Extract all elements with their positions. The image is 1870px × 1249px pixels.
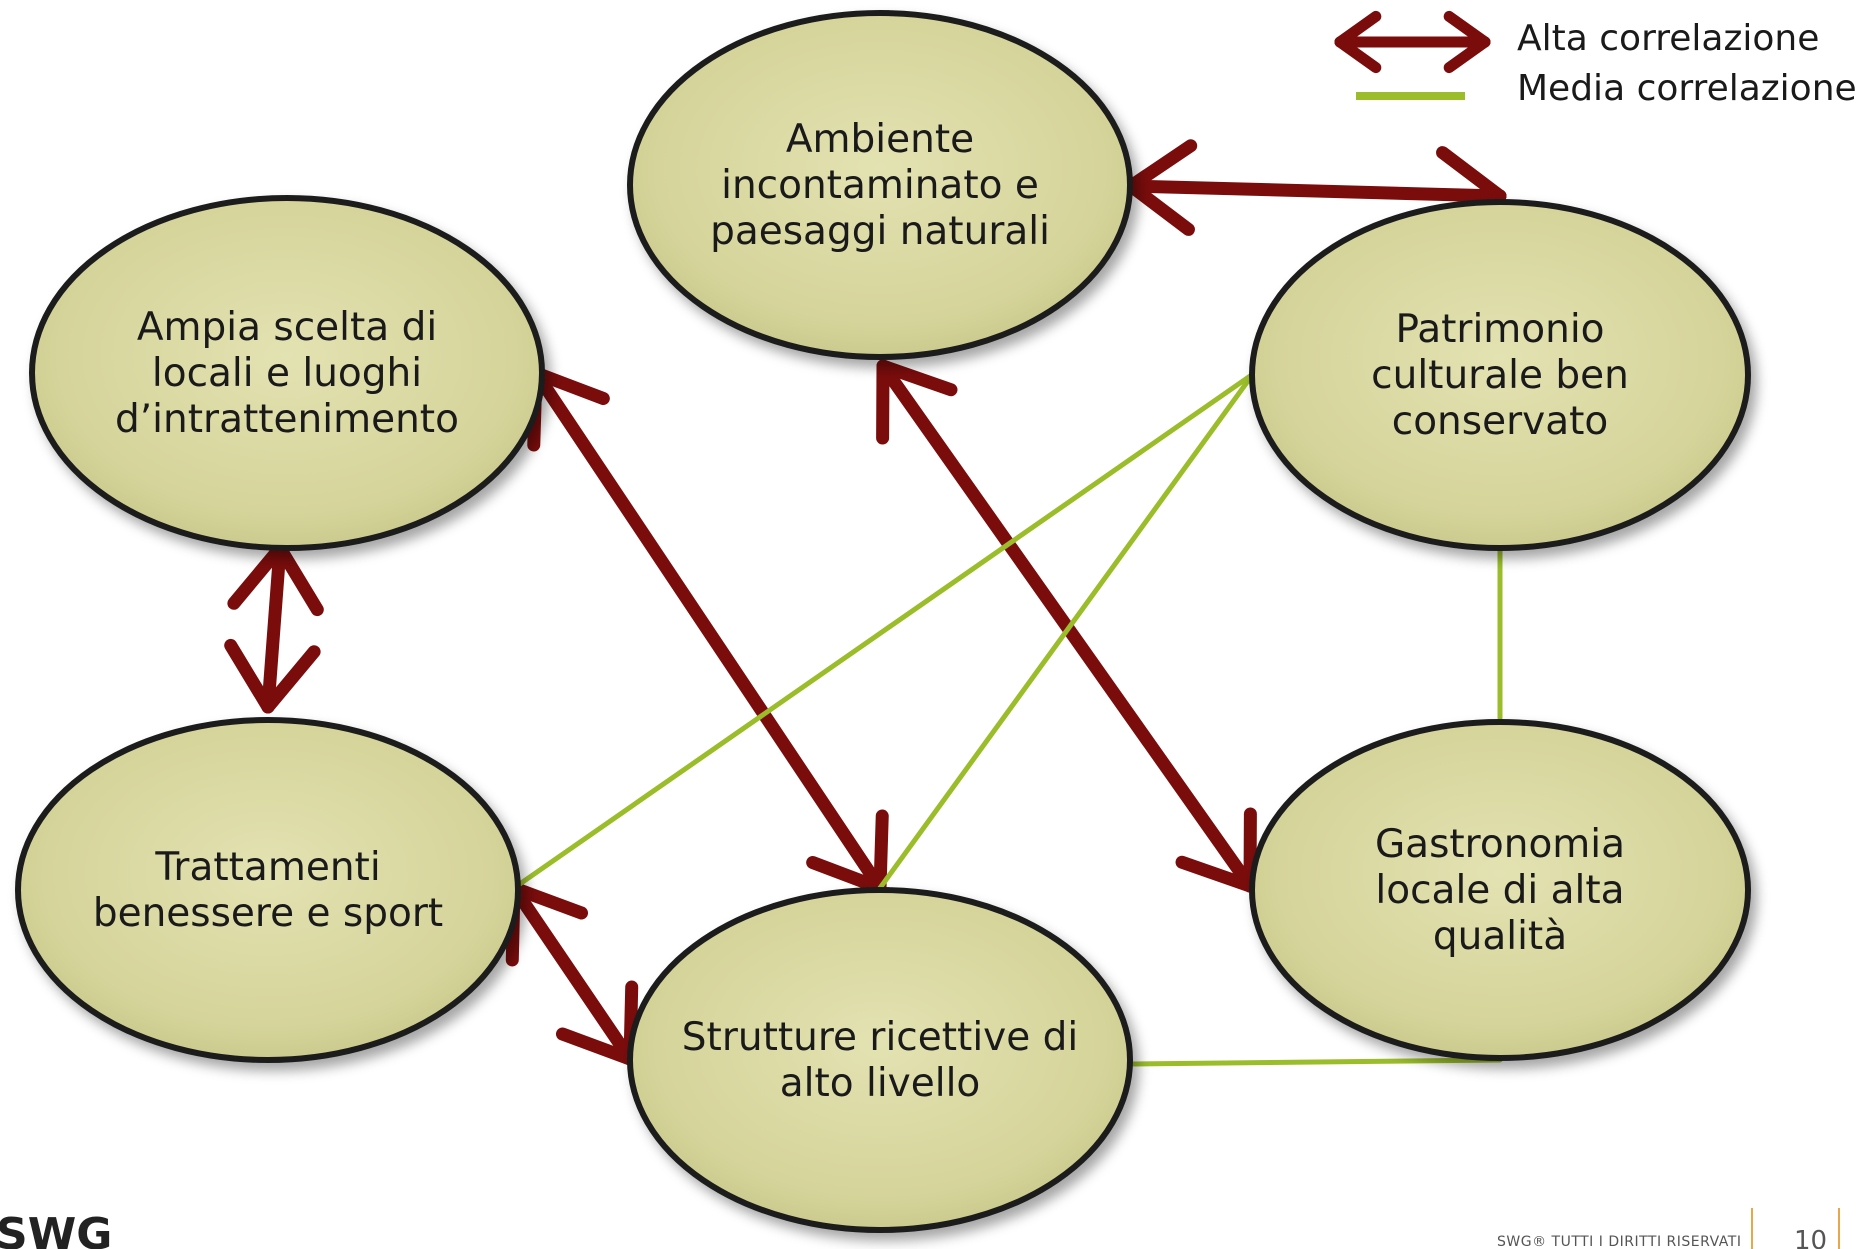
- node-ambiente-label-line-2: incontaminato e: [721, 163, 1039, 208]
- node-strutture-ellipse: [627, 887, 1133, 1233]
- node-trattamenti-label-line-1: Trattamenti: [154, 845, 380, 890]
- footer: SWG SWG® TUTTI I DIRITTI RISERVATI 10: [0, 1208, 1840, 1249]
- link-ampia-trattamenti-high-arrow-head-start-barb-1: [273, 541, 324, 617]
- link-ampia-strutture-high-arrow-shaft: [529, 366, 887, 895]
- link-ampia-trattamenti-high-arrow-head-end-barb-1: [224, 638, 275, 714]
- node-trattamenti-label-line-2: benessere e sport: [93, 891, 443, 936]
- link-ampia-trattamenti-high-arrow-shaft: [261, 541, 287, 714]
- node-gastronomia-label-line-3: qualità: [1433, 914, 1567, 959]
- link-trattamenti-strutture-high-arrow-head-start-barb-1: [507, 881, 589, 920]
- node-gastronomia-label-line-2: locale di alta: [1375, 868, 1624, 913]
- node-patrimonio-label-line-1: Patrimonio: [1395, 307, 1604, 352]
- legend-high-label: Alta correlazione: [1517, 18, 1819, 59]
- node-trattamenti-ellipse: [15, 717, 521, 1063]
- node-gastronomia-label-line-1: Gastronomia: [1375, 822, 1625, 867]
- link-ampia-trattamenti-high-arrow: [224, 541, 324, 714]
- link-ampia-trattamenti-high-arrow-head-end-barb-2: [261, 645, 321, 714]
- node-ambiente-ellipse: [627, 10, 1133, 360]
- link-trattamenti-strutture-high-arrow: [505, 881, 639, 1066]
- link-ampia-strutture-high-arrow-head-end-barb-1: [806, 856, 887, 895]
- legend-high-arrow: [1334, 10, 1491, 74]
- link-ambiente-gastronomia-high-arrow-head-start-barb-1: [876, 359, 958, 397]
- link-gastronomia-strutture-medium-line: [1128, 1057, 1503, 1067]
- link-ampia-strutture-high-arrow-head-start-barb-1: [529, 366, 610, 405]
- node-ampia-label-line-2: locali e luoghi: [152, 351, 422, 396]
- copyright-text: SWG® TUTTI I DIRITTI RISERVATI: [1497, 1234, 1741, 1249]
- legend-medium-label: Media correlazione: [1517, 68, 1857, 109]
- link-patrimonio-strutture-medium-line: [877, 371, 1256, 891]
- link-ambiente-gastronomia-high-arrow-shaft: [876, 359, 1257, 893]
- link-ampia-trattamenti-high-arrow-head-start-barb-2: [227, 541, 287, 610]
- node-ampia-ellipse: [29, 195, 545, 551]
- node-ampia-label-line-3: d’intrattenimento: [115, 397, 459, 442]
- legend-high-arrow-head-end-barb-1: [1443, 36, 1491, 74]
- legend-high-arrow-head-start-barb-1: [1334, 10, 1382, 48]
- link-ampia-strutture-high-arrow-head-end-barb-2: [873, 809, 889, 895]
- link-ambiente-gastronomia-high-arrow-head-end-barb-1: [1175, 855, 1257, 893]
- node-ambiente-label-line-1: Ambiente: [786, 117, 974, 162]
- node-strutture-label-line-1: Strutture ricettive di: [682, 1015, 1078, 1060]
- link-ambiente-patrimonio-high-arrow-head-start-barb-1: [1124, 139, 1198, 193]
- legend-high-arrow-head-start-barb-2: [1334, 36, 1382, 74]
- swg-logo: SWG: [0, 1209, 112, 1249]
- node-ambiente-label-line-3: paesaggi naturali: [710, 209, 1050, 254]
- node-ampia-label-line-1: Ampia scelta di: [137, 305, 437, 350]
- node-patrimonio-label-line-2: culturale ben: [1371, 353, 1629, 398]
- node-strutture-label-line-2: alto livello: [780, 1061, 981, 1106]
- link-trattamenti-strutture-high-arrow-shaft: [507, 881, 637, 1066]
- legend-high-arrow-icon: [1334, 10, 1491, 74]
- link-ambiente-patrimonio-high-arrow-head-end-barb-2: [1436, 146, 1507, 203]
- page-number: 10: [1794, 1226, 1827, 1249]
- legend-high-arrow-head-end-barb-2: [1443, 10, 1491, 48]
- link-ambiente-patrimonio-high-arrow-shaft: [1124, 179, 1507, 203]
- legend: Alta correlazione Media correlazione: [1334, 10, 1857, 109]
- link-patrimonio-trattamenti-medium-line: [511, 371, 1256, 891]
- link-ambiente-patrimonio-high-arrow-head-start-barb-2: [1124, 179, 1195, 236]
- node-patrimonio-label-line-3: conservato: [1392, 399, 1609, 444]
- node-patrimonio-ellipse: [1249, 199, 1751, 551]
- link-ampia-strutture-high-arrow: [527, 366, 889, 895]
- link-trattamenti-strutture-high-arrow-head-end-barb-1: [555, 1027, 637, 1066]
- node-gastronomia-ellipse: [1249, 719, 1751, 1061]
- link-ambiente-gastronomia-high-arrow: [876, 359, 1257, 893]
